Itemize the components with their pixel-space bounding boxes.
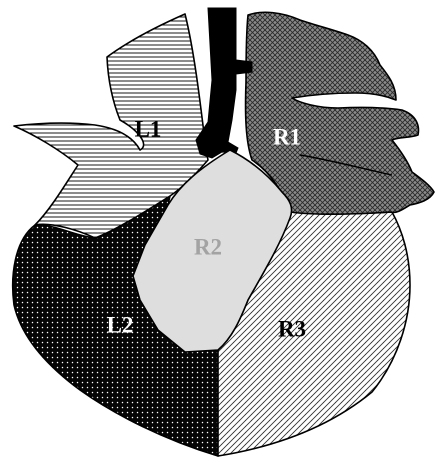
label-l1: L1	[135, 116, 162, 141]
label-r2: R2	[194, 234, 222, 259]
label-r3: R3	[278, 316, 306, 341]
trachea	[196, 8, 252, 158]
label-l2: L2	[107, 312, 134, 337]
label-r1: R1	[273, 124, 301, 149]
